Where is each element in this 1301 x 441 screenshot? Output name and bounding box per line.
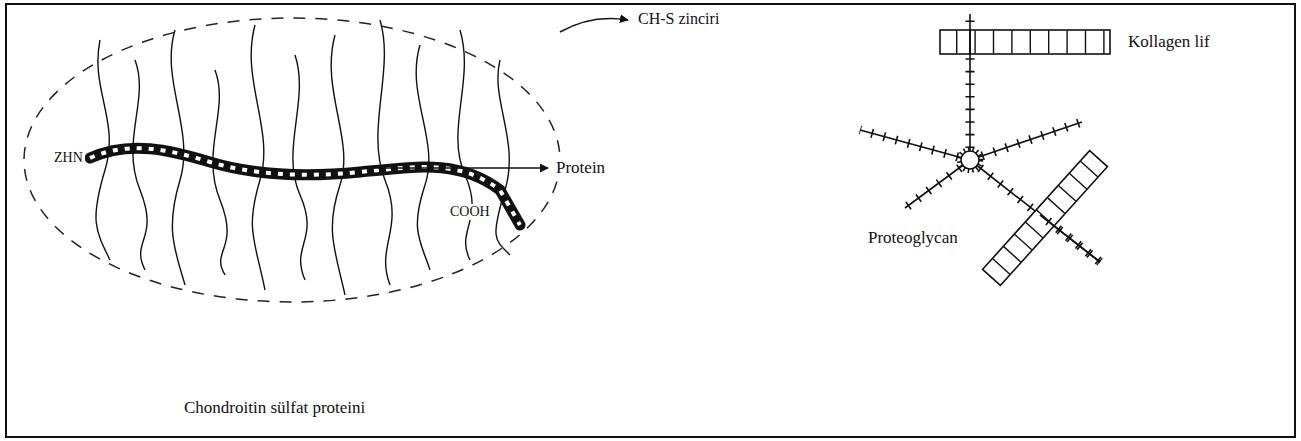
- chondroitin-sulfate-chains: [96, 20, 510, 295]
- pointer-arrow: [362, 167, 548, 169]
- chain-label: CH-S zinciri: [636, 10, 721, 28]
- collagen-fiber: [983, 151, 1108, 286]
- figure-caption: Proteoglycan: [866, 228, 960, 248]
- protein-chain: [90, 148, 520, 225]
- terminus-label: COOH: [448, 204, 492, 220]
- pointer-arrow: [560, 19, 628, 33]
- dashed-outline: [24, 18, 560, 302]
- part-label: Protein: [554, 158, 607, 178]
- terminus-label: ZHN: [52, 150, 85, 166]
- figure-caption: Chondroitin sülfat proteini: [182, 398, 367, 418]
- collagen-fiber: [940, 30, 1110, 54]
- proteoglycan-figure: [860, 14, 1110, 285]
- part-label: Kollagen lif: [1126, 32, 1212, 52]
- frame: [6, 4, 1295, 437]
